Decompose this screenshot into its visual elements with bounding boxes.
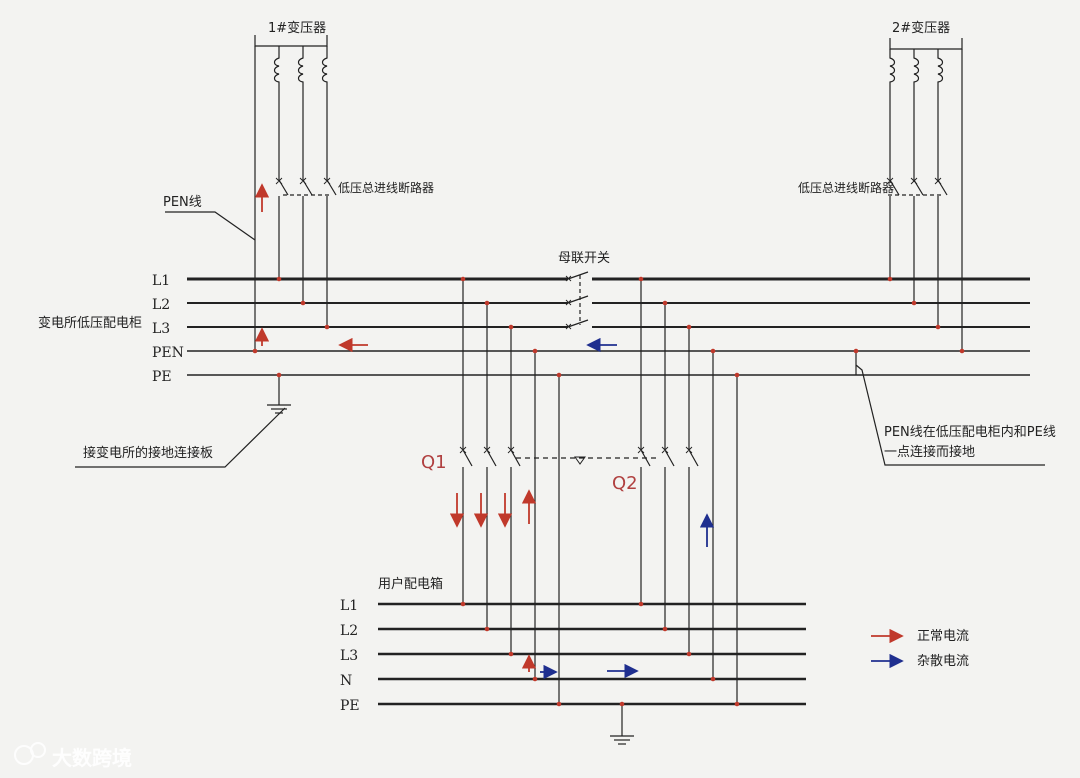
bus-label-l3: L3: [152, 321, 170, 337]
bus-label-pe: PE: [152, 369, 172, 385]
substation-bus-labels: L1 L2 L3 PEN PE: [152, 273, 184, 385]
bus-coupler-label: 母联开关: [558, 251, 610, 266]
feeder-wiring: [459, 279, 738, 704]
transformer-2: [886, 38, 963, 351]
breaker-left-label: 低压总进线断路器: [338, 180, 434, 195]
substation-ground: [75, 211, 1045, 468]
bus-coupler-switch: [565, 271, 589, 330]
transformer-2-label: 2#变压器: [892, 20, 950, 36]
user-bus-label-l1: L1: [340, 598, 358, 614]
normal-current-arrows: [254, 183, 537, 672]
substation-busbars: [187, 277, 1030, 376]
transformer-1: [254, 35, 337, 350]
junction-dots: [252, 276, 965, 707]
user-bus-label-l3: L3: [340, 648, 358, 664]
q2-label: Q2: [612, 473, 638, 494]
breaker-right-label: 低压总进线断路器: [798, 180, 894, 195]
watermark-text: 大数跨境: [52, 746, 132, 770]
stray-current-arrows: [540, 337, 715, 680]
user-bus-label-l2: L2: [340, 623, 358, 639]
grounding-note: 接变电所的接地连接板: [83, 445, 213, 461]
q1-label: Q1: [421, 452, 447, 473]
user-bus-label-n: N: [340, 673, 352, 689]
user-bus-label-pe: PE: [340, 698, 360, 714]
transformer-2-windings: [889, 49, 944, 180]
user-ground: [610, 704, 634, 745]
watermark: 大数跨境: [14, 742, 132, 770]
legend: 正常电流 杂散电流: [871, 628, 969, 669]
bus-label-l2: L2: [152, 297, 170, 313]
substation-panel-label: 变电所低压配电柜: [38, 315, 142, 331]
pen-pe-note-line2: 一点连接而接地: [884, 444, 975, 460]
watermark-logo-icon: [14, 742, 46, 765]
pen-line-label: PEN线: [163, 195, 202, 210]
user-bus-labels: L1 L2 L3 N PE: [340, 598, 360, 714]
transformer-1-label: 1#变压器: [268, 20, 326, 36]
user-busbars: [378, 602, 806, 706]
bus-label-pen: PEN: [152, 345, 184, 361]
transformer-1-windings: [273, 46, 328, 180]
legend-normal-label: 正常电流: [917, 629, 969, 644]
bus-label-l1: L1: [152, 273, 170, 289]
legend-stray-label: 杂散电流: [917, 654, 969, 669]
user-box-label: 用户配电箱: [378, 576, 443, 592]
pen-pe-note-line1: PEN线在低压配电柜内和PE线: [884, 424, 1056, 440]
